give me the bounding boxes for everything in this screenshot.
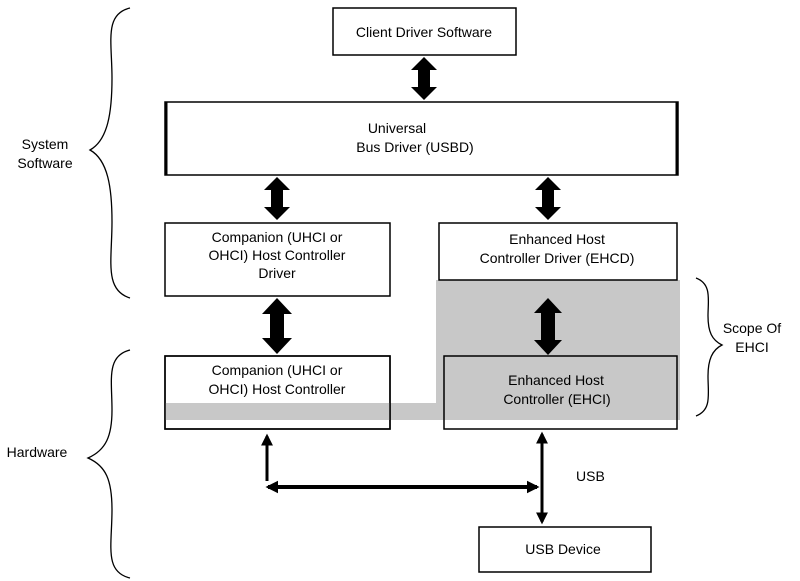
ehcd-line1: Enhanced Host — [509, 231, 605, 247]
usb-device-label: USB Device — [525, 541, 601, 557]
scope-of-ehci-line2: EHCI — [735, 339, 768, 355]
arrow-usbd-ehcd — [535, 177, 561, 220]
ehcd-box: Enhanced Host Controller Driver (EHCD) — [438, 222, 678, 281]
arrow-ehcd-ehci — [534, 298, 562, 355]
ehcd-line2: Controller Driver (EHCD) — [480, 250, 635, 266]
companion-controller-box: Companion (UHCI or OHCI) Host Controller — [164, 355, 391, 430]
companion-controller-line1: Companion (UHCI or — [212, 362, 343, 378]
arrow-companion-driver-controller — [262, 298, 292, 354]
usbd-box: Universal Bus Driver (USBD) — [164, 101, 679, 176]
ehci-line2: Controller (EHCI) — [503, 391, 610, 407]
scope-of-ehci-brace: Scope Of EHCI — [695, 277, 781, 417]
usb-device-box: USB Device — [478, 526, 652, 573]
companion-driver-line3: Driver — [258, 265, 296, 281]
arrow-usbd-companion-driver — [264, 177, 290, 220]
companion-driver-line2: OHCI) Host Controller — [209, 247, 346, 263]
client-driver-software-box: Client Driver Software — [332, 7, 517, 56]
usbd-label-line2: Bus Driver (USBD) — [356, 139, 473, 155]
system-software-line1: System — [22, 136, 69, 152]
scope-of-ehci-line1: Scope Of — [723, 320, 781, 336]
thick-arrows — [262, 57, 562, 355]
hardware-label: Hardware — [7, 444, 68, 460]
usbd-label-line1: Universal — [368, 120, 426, 136]
ehci-controller-box: Enhanced Host Controller (EHCI) — [443, 355, 678, 430]
usb-connection-arrows — [261, 431, 548, 525]
system-software-line2: Software — [17, 155, 72, 171]
ehci-line1: Enhanced Host — [508, 372, 604, 388]
system-software-brace: System Software — [17, 7, 131, 299]
usb-label: USB — [576, 468, 605, 484]
hardware-brace: Hardware — [7, 349, 131, 579]
companion-driver-box: Companion (UHCI or OHCI) Host Controller… — [164, 222, 391, 297]
companion-driver-line1: Companion (UHCI or — [212, 229, 343, 245]
client-driver-software-label: Client Driver Software — [356, 24, 492, 40]
companion-controller-line2: OHCI) Host Controller — [209, 381, 346, 397]
arrow-client-usbd — [411, 57, 437, 100]
